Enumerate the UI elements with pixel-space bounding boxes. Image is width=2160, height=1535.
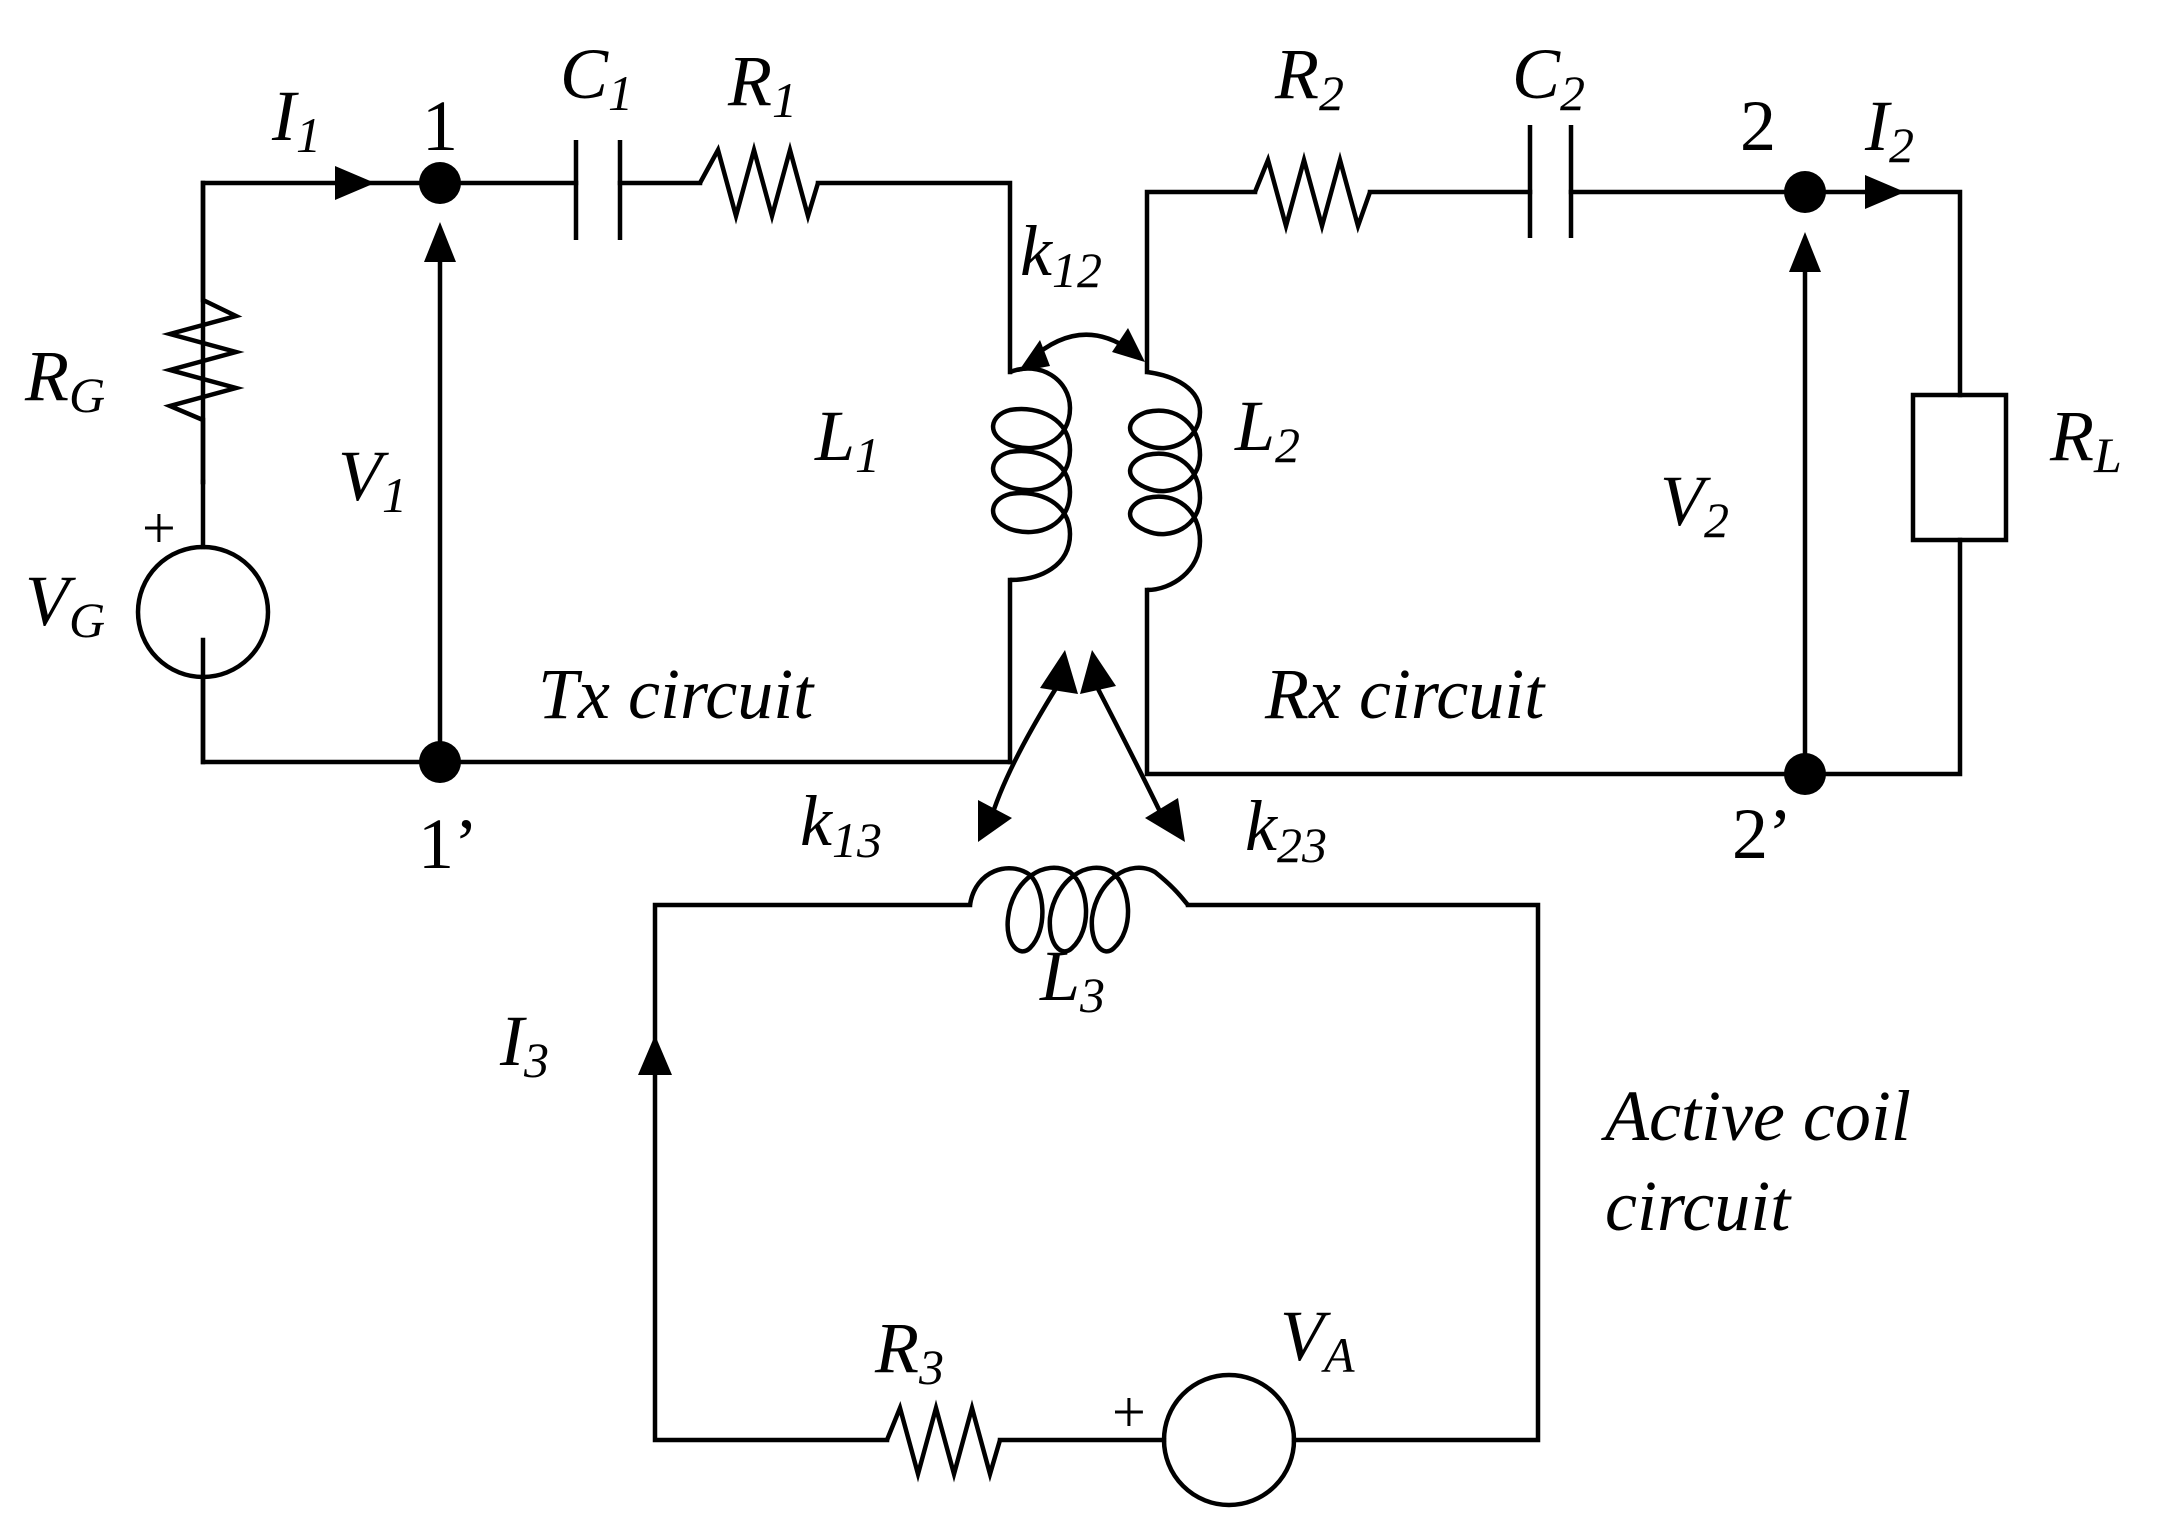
coupling-arrows [978,328,1185,842]
label-v1: V1 [338,436,407,523]
terminal-2: 2 [1740,86,1776,166]
inductor-l1 [990,366,1073,583]
inductor-l2 [1127,369,1203,593]
node-1-prime [419,741,461,783]
capacitor-c2 [1527,125,1574,238]
label-rg: RG [24,336,105,423]
resistor-rl [1910,392,2009,543]
label-l1: L1 [814,396,880,483]
label-k23: k23 [1245,786,1327,873]
arrow-v1 [424,222,456,262]
tx-circuit [135,140,1073,783]
terminal-labels: 1 1’ 2 2’ [418,86,1792,884]
label-r3: R3 [874,1308,944,1395]
terminal-1: 1 [422,86,458,166]
node-2 [1784,171,1826,213]
active-coil-circuit [638,865,1541,1508]
rx-circuit [1127,125,2009,795]
rx-wire-top-right [1568,189,1963,398]
label-k13: k13 [800,781,882,868]
resistor-r2 [1252,151,1373,235]
tx-wire-top-left [200,180,579,485]
polarity-marks: + + [142,495,1146,1445]
terminal-1-prime: 1’ [418,804,478,884]
active-wire-left [652,902,973,1443]
label-l2: L2 [1234,386,1300,473]
component-labels: I1 C1 R1 RG VG V1 L1 k12 R2 C2 I2 L2 V2 … [24,34,2122,1395]
label-c1: C1 [560,34,633,121]
label-c2: C2 [1512,34,1585,121]
label-va: VA [1280,1296,1355,1383]
label-i1: I1 [271,76,321,163]
resistor-rg [161,297,245,423]
rx-wire-right-bottom [1144,537,1963,777]
node-2-prime [1784,753,1826,795]
active-wire-right [1185,902,1541,1443]
arrow-i2 [1865,175,1905,209]
label-r1: R1 [727,41,797,128]
resistor-r3 [884,1399,1003,1483]
label-vg: VG [25,561,105,648]
arrow-i3 [638,1035,672,1075]
label-i2: I2 [1864,86,1914,173]
k13-arrow [987,683,1060,823]
inductor-l3 [967,865,1190,954]
label-l3: L3 [1039,936,1105,1023]
label-rl: RL [2049,396,2122,483]
rx-wire-left-top [1144,189,1258,375]
capacitor-c1 [573,140,623,240]
circuit-captions: Tx circuit Rx circuit Active coil circui… [538,654,1911,1246]
label-i3: I3 [499,1001,549,1088]
label-v2: V2 [1660,461,1729,548]
voltage-source-va [1161,1372,1297,1508]
label-k12: k12 [1020,211,1102,298]
caption-tx-circuit: Tx circuit [538,654,815,734]
arrow-i1 [335,166,375,200]
resistor-r1 [698,141,821,225]
va-plus-sign: + [1112,1379,1146,1445]
vg-plus-sign: + [142,495,176,561]
caption-active-coil-line1: Active coil [1601,1076,1911,1156]
k23-arrow [1094,683,1168,823]
node-1 [419,162,461,204]
caption-rx-circuit: Rx circuit [1264,654,1546,734]
terminal-2-prime: 2’ [1732,794,1792,874]
tx-wire-top-right [815,180,1013,375]
label-r2: R2 [1274,34,1344,121]
arrow-v2 [1789,232,1821,272]
caption-active-coil-line2: circuit [1605,1166,1792,1246]
